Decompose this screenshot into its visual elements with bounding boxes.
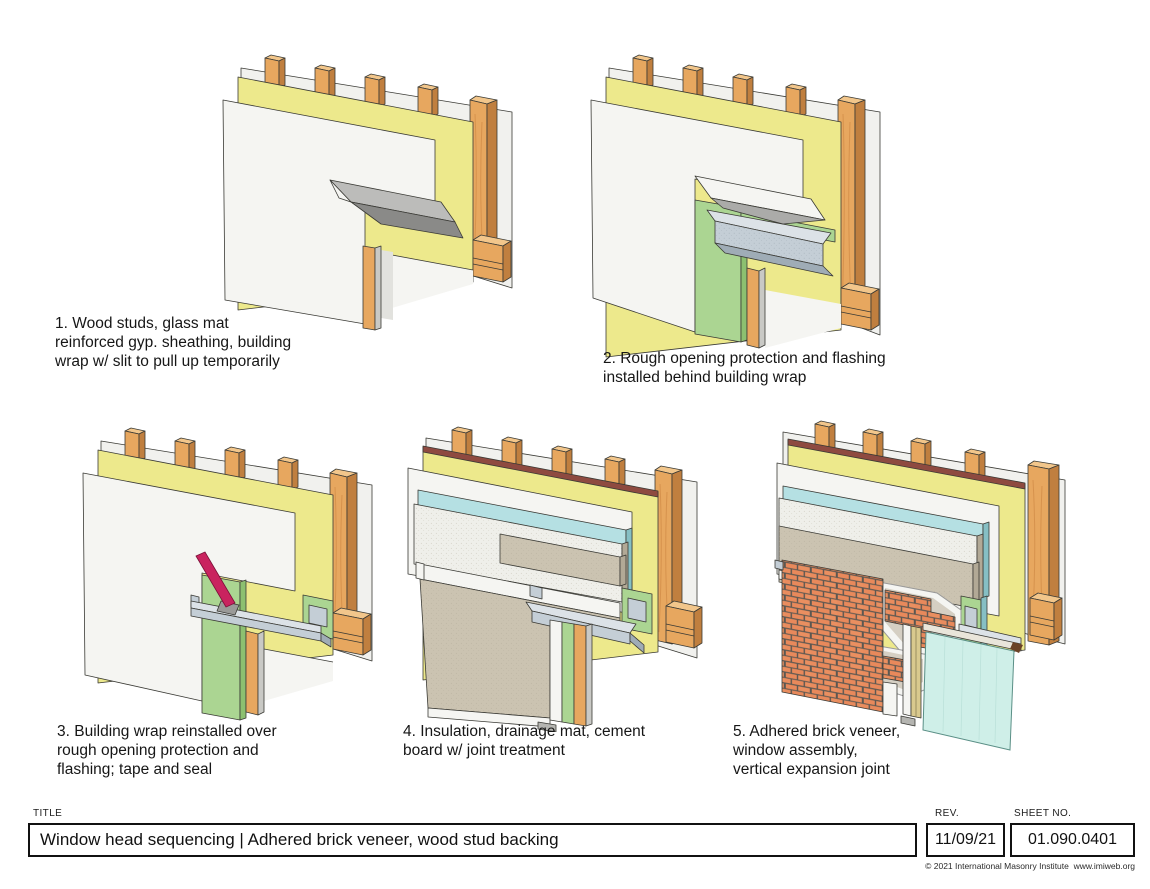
step-4-drawing [407, 426, 703, 733]
sheet-no-box: 01.090.0401 [1010, 823, 1135, 857]
step-1-drawing [222, 54, 513, 331]
jamb-stud [362, 245, 382, 331]
step-2-caption: 2. Rough opening protection and flashing… [603, 350, 886, 387]
wood-blocking [840, 282, 880, 331]
top-plate-strip [787, 438, 1026, 490]
vertical-expansion-joint [902, 623, 922, 719]
rev-box: 11/09/21 [926, 823, 1005, 857]
step-4-caption: 4. Insulation, drainage mat, cement boar… [403, 723, 646, 760]
wrap-slit-flap [329, 179, 464, 239]
rev-date: 11/09/21 [934, 831, 997, 848]
shim-pad [900, 715, 916, 727]
diagram-step-1 [215, 52, 535, 352]
title-label: TITLE [33, 808, 63, 819]
diagram-step-2 [583, 52, 903, 382]
jamb-layers [549, 619, 593, 727]
wood-blocking [665, 600, 703, 649]
head-flashing [706, 209, 834, 277]
step-2-drawing [590, 54, 881, 358]
wall-below-sill [765, 290, 841, 348]
step-1-caption: 1. Wood studs, glass mat reinforced gyp.… [55, 315, 292, 371]
building-wrap [590, 99, 804, 333]
step-3-caption: 3. Building wrap reinstalled over rough … [57, 723, 277, 779]
building-wrap-reinstalled [82, 472, 296, 702]
sheet-number: 01.090.0401 [1028, 831, 1117, 848]
rev-label: REV. [935, 808, 960, 819]
wood-studs [632, 54, 866, 323]
top-plate-strip [422, 445, 659, 498]
wall-below-sill [264, 649, 333, 701]
step-5-caption: 5. Adhered brick veneer, window assembly… [733, 723, 901, 779]
wood-studs [124, 427, 358, 648]
copyright-text: © 2021 International Masonry Institute w… [925, 861, 1135, 871]
step-3-drawing [82, 427, 373, 721]
edge-clip [774, 559, 784, 571]
title-box: Window head sequencing | Adhered brick v… [28, 823, 917, 857]
window-assembly [922, 622, 1023, 751]
wood-blocking [332, 607, 372, 656]
wood-blocking [1029, 592, 1063, 641]
sheet-no-label: SHEET NO. [1014, 808, 1072, 819]
jamb-stud [746, 267, 766, 349]
diagram-step-3 [75, 425, 405, 725]
diagram-step-4 [400, 422, 735, 733]
sheet-title: Window head sequencing | Adhered brick v… [40, 830, 559, 849]
step-5-drawing [774, 420, 1066, 751]
diagram-step-5 [733, 420, 1128, 765]
band-end-cap [415, 561, 425, 581]
seam-roller-tool [195, 551, 240, 616]
wrap-flap-lifted [694, 175, 826, 225]
fastener-washer [529, 584, 543, 600]
cement-board-upper [499, 533, 627, 587]
wood-blocking [472, 234, 512, 283]
jamb-stud [245, 630, 265, 716]
